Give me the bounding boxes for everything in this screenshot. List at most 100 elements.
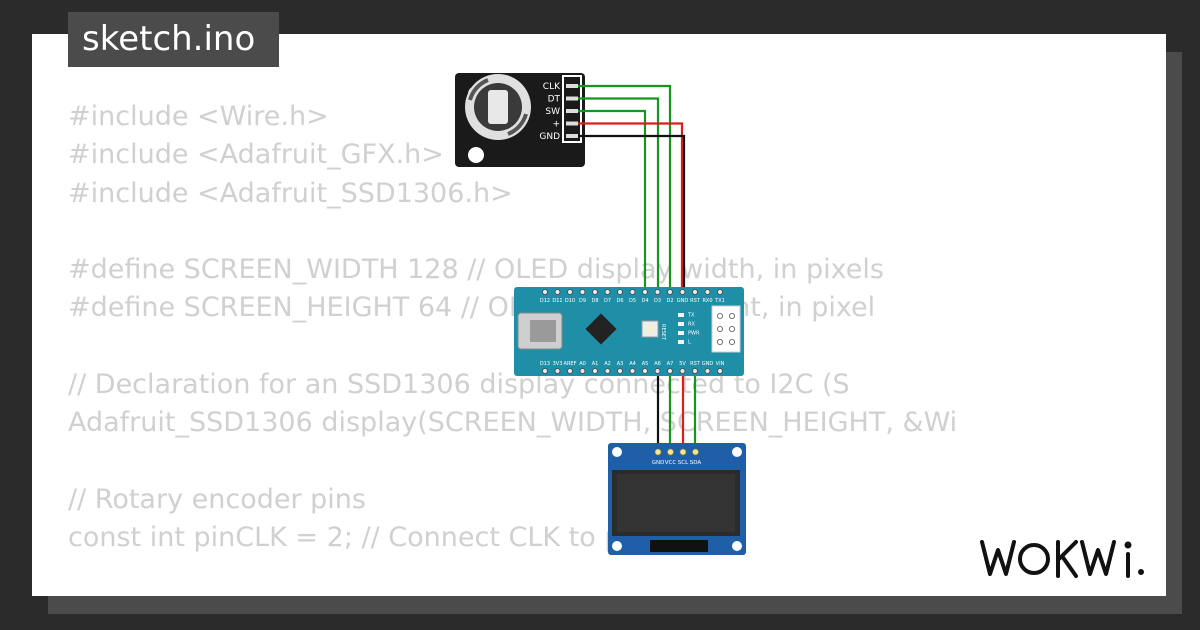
encoder-pin (566, 109, 578, 113)
code-line: const int pinCLK = 2; // Connect CLK to … (68, 522, 647, 554)
nano-pin-label: A7 (667, 361, 674, 367)
oled-pin (679, 448, 687, 456)
nano-pin-label: 3V3 (553, 361, 563, 367)
nano-pin-label: D7 (604, 298, 611, 304)
nano-pin-label: D9 (579, 298, 586, 304)
nano-pin-label: D5 (629, 298, 636, 304)
oled-screen (617, 474, 735, 532)
nano-pin-label: A6 (654, 361, 661, 367)
icsp-header (711, 305, 741, 353)
led-label: TX (687, 313, 695, 319)
wire (578, 134, 686, 292)
nano-pin (554, 368, 561, 374)
nano-pin-label: TX1 (714, 298, 725, 304)
oled-mount-hole (732, 447, 742, 457)
nano-pin (629, 368, 636, 374)
nano-pin-label: A3 (617, 361, 624, 367)
code-line: // Rotary encoder pins (68, 483, 366, 515)
nano-pin (667, 289, 673, 295)
nano-pin-label: A1 (592, 361, 599, 367)
nano-pin (617, 289, 623, 295)
oled-ribbon (650, 540, 708, 552)
nano-board (514, 287, 744, 376)
nano-pin-label: D3 (654, 298, 661, 304)
oled-mount-hole (612, 541, 622, 551)
nano-pin (542, 289, 548, 295)
wokwi-logo (980, 540, 1144, 578)
nano-pin (667, 368, 673, 374)
rotate-arrow-icon (507, 113, 528, 136)
nano-pin-label: RST (690, 361, 701, 367)
icsp-pin (717, 325, 724, 332)
code-line: #include <Adafruit_GFX.h> (68, 139, 444, 171)
nano-pin (642, 289, 648, 295)
icsp-pin (717, 312, 724, 319)
code-line: #define SCREEN_WIDTH 128 // OLED display… (68, 254, 884, 286)
status-led (678, 331, 684, 335)
encoder-pin (566, 121, 578, 126)
led-label: RX (688, 322, 695, 328)
wire (620, 370, 672, 452)
encoder-pin-label: CLK (543, 82, 561, 92)
nano-pin (717, 368, 723, 374)
led-label: PWR (688, 331, 700, 337)
led-label: L (688, 340, 691, 346)
nano-pin (704, 289, 711, 295)
oled-pin-label: SCL (678, 460, 689, 466)
nano-pin (629, 289, 636, 295)
nano-pin-label: A5 (642, 361, 649, 367)
code-line: #include <Adafruit_SSD1306.h> (68, 177, 513, 209)
nano-pin-label: RX0 (702, 298, 712, 304)
nano-pin (679, 368, 686, 374)
nano-pin (692, 289, 698, 295)
encoder-pin (566, 96, 578, 101)
nano-pin-label: D2 (666, 298, 673, 304)
oled-pin-label: GND (652, 460, 665, 466)
encoder-pin-label: SW (545, 107, 560, 117)
status-led (678, 340, 684, 344)
oled-pin-label: VCC (665, 460, 677, 466)
reset-label: RESET (660, 324, 666, 341)
encoder-mount-hole (468, 147, 484, 163)
nano-pin-label: D12 (540, 298, 550, 304)
nano-pin-label: A4 (629, 361, 636, 367)
nano-pin (717, 289, 723, 295)
nano-pin-label: GND (677, 298, 689, 304)
oled-mount-hole (732, 541, 742, 551)
nano-pin-label: A0 (579, 361, 586, 367)
rotate-arrow-icon (468, 78, 489, 101)
nano-pin (654, 289, 661, 295)
status-led (678, 313, 684, 317)
encoder-shaft (488, 90, 508, 124)
reset-button-cap (646, 325, 654, 333)
nano-pin-label: D8 (591, 298, 598, 304)
nano-pin-label: VIN (716, 361, 725, 367)
icsp-pin (729, 312, 736, 319)
wire (557, 370, 685, 452)
encoder-pin (566, 134, 578, 138)
nano-pin (579, 368, 586, 374)
wire (578, 109, 647, 292)
wire (633, 370, 697, 452)
nano-pin-label: D13 (540, 361, 550, 367)
nano-pin (579, 289, 586, 295)
icsp-pin (729, 338, 736, 345)
nano-pin (679, 289, 686, 295)
nano-pin (704, 368, 711, 374)
icsp-pin (729, 325, 736, 332)
nano-pin (617, 368, 623, 374)
nano-pin (554, 289, 561, 295)
oled-mount-hole (612, 447, 622, 457)
nano-pin (567, 368, 573, 374)
nano-pin (654, 368, 661, 374)
sketch-title: sketch.ino (68, 12, 280, 67)
status-led (678, 322, 684, 326)
nano-pin-label: GND (702, 361, 714, 367)
nano-pin (567, 289, 573, 295)
oled-pin (691, 448, 700, 456)
nano-pin (692, 368, 698, 374)
microcontroller-chip (585, 313, 617, 345)
oled-pin (666, 448, 675, 456)
